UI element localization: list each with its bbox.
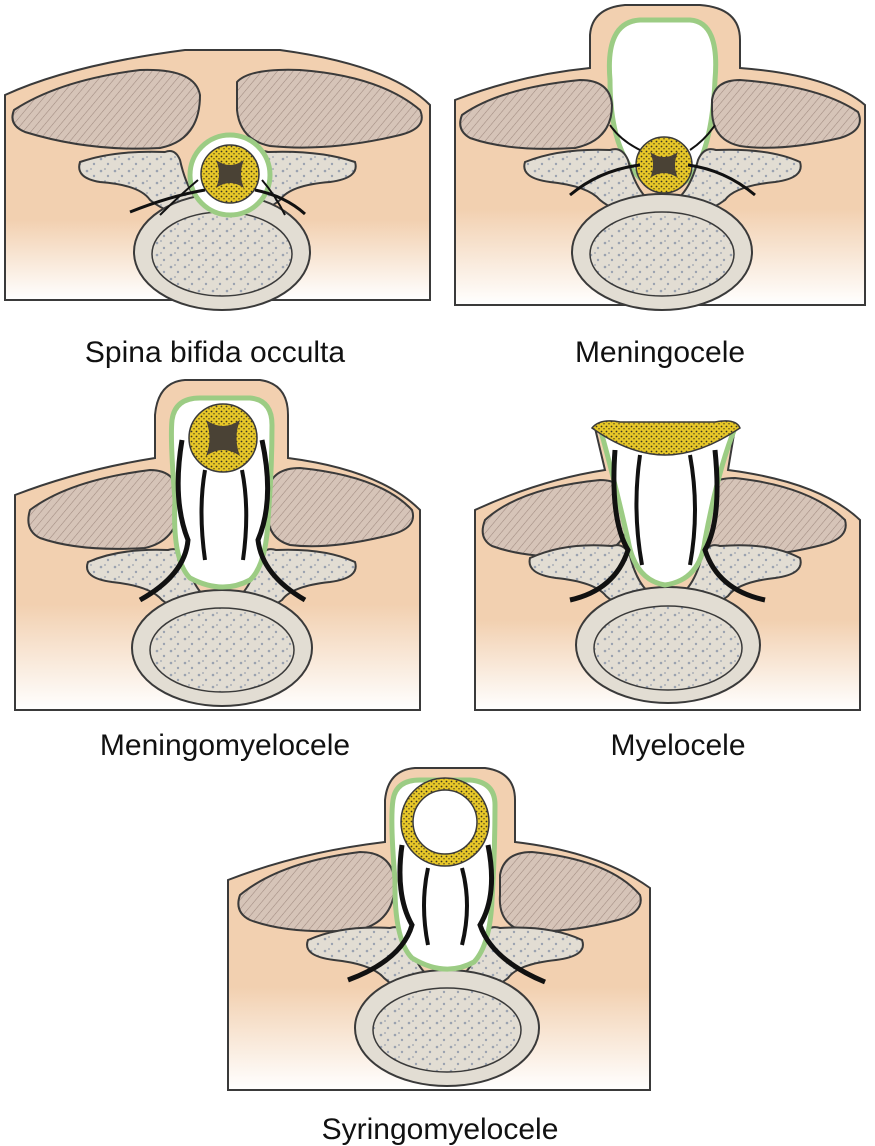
nerve-right: [477, 844, 546, 985]
panel-spina-bifida-occulta: Spina bifida occulta: [4, 49, 431, 369]
gray-matter: [650, 152, 678, 178]
nerve-right-2: [261, 179, 286, 216]
nerve-right: [255, 439, 307, 603]
exposed-neural-placode: [590, 420, 741, 456]
vertebral-body-core: [589, 211, 735, 297]
right-paraspinal-muscle: [711, 78, 861, 149]
vertebral-body-core: [593, 605, 743, 691]
vertebral-arch: [78, 150, 357, 227]
caption-meningocele: Meningocele: [575, 336, 745, 369]
nerve-right-inner: [688, 454, 697, 566]
caption-meningomyelocele: Meningomyelocele: [100, 729, 350, 762]
nerve-left: [347, 844, 415, 983]
left-paraspinal-muscle: [459, 78, 614, 150]
nerve-left-2: [159, 179, 199, 216]
nerve-left: [129, 188, 206, 214]
right-paraspinal-muscle: [236, 68, 423, 149]
panel-meningocele: Meningocele: [454, 4, 866, 369]
nerve-right-inner: [240, 469, 249, 561]
right-paraspinal-muscle: [700, 476, 847, 558]
right-paraspinal-muscle: [266, 466, 414, 548]
gray-matter: [206, 420, 240, 456]
nerve-left: [569, 449, 631, 603]
nerve-right: [702, 449, 766, 603]
caption-spina-bifida-occulta: Spina bifida occulta: [85, 336, 345, 369]
nerve-right: [687, 163, 756, 197]
nerve-right-2: [689, 124, 716, 151]
nerve-left-inner: [199, 469, 207, 561]
left-paraspinal-muscle: [237, 850, 397, 933]
vertebral-body-core: [149, 607, 295, 693]
vertebral-body-core: [151, 211, 293, 297]
nerve-left: [138, 439, 191, 603]
right-paraspinal-muscle: [498, 850, 642, 933]
nerve-right: [254, 188, 307, 216]
nerve-left: [569, 163, 641, 197]
nerve-left-2: [609, 124, 641, 151]
panel-myelocele: Myelocele: [474, 420, 861, 762]
panel-syringomyelocele: Syringomyelocele: [227, 767, 651, 1146]
vertebral-arch: [523, 148, 802, 224]
nerve-left-inner: [422, 867, 430, 946]
syrinx-cavity: [412, 789, 478, 855]
nerve-left-inner: [634, 454, 644, 566]
panel-meningomyelocele: Meningomyelocele: [14, 379, 421, 762]
caption-syringomyelocele: Syringomyelocele: [322, 1113, 559, 1146]
vertebral-body-core: [372, 987, 522, 1073]
left-paraspinal-muscle: [11, 68, 202, 150]
gray-matter: [216, 160, 244, 188]
caption-myelocele: Myelocele: [610, 729, 745, 762]
nerve-right-inner: [460, 867, 469, 946]
